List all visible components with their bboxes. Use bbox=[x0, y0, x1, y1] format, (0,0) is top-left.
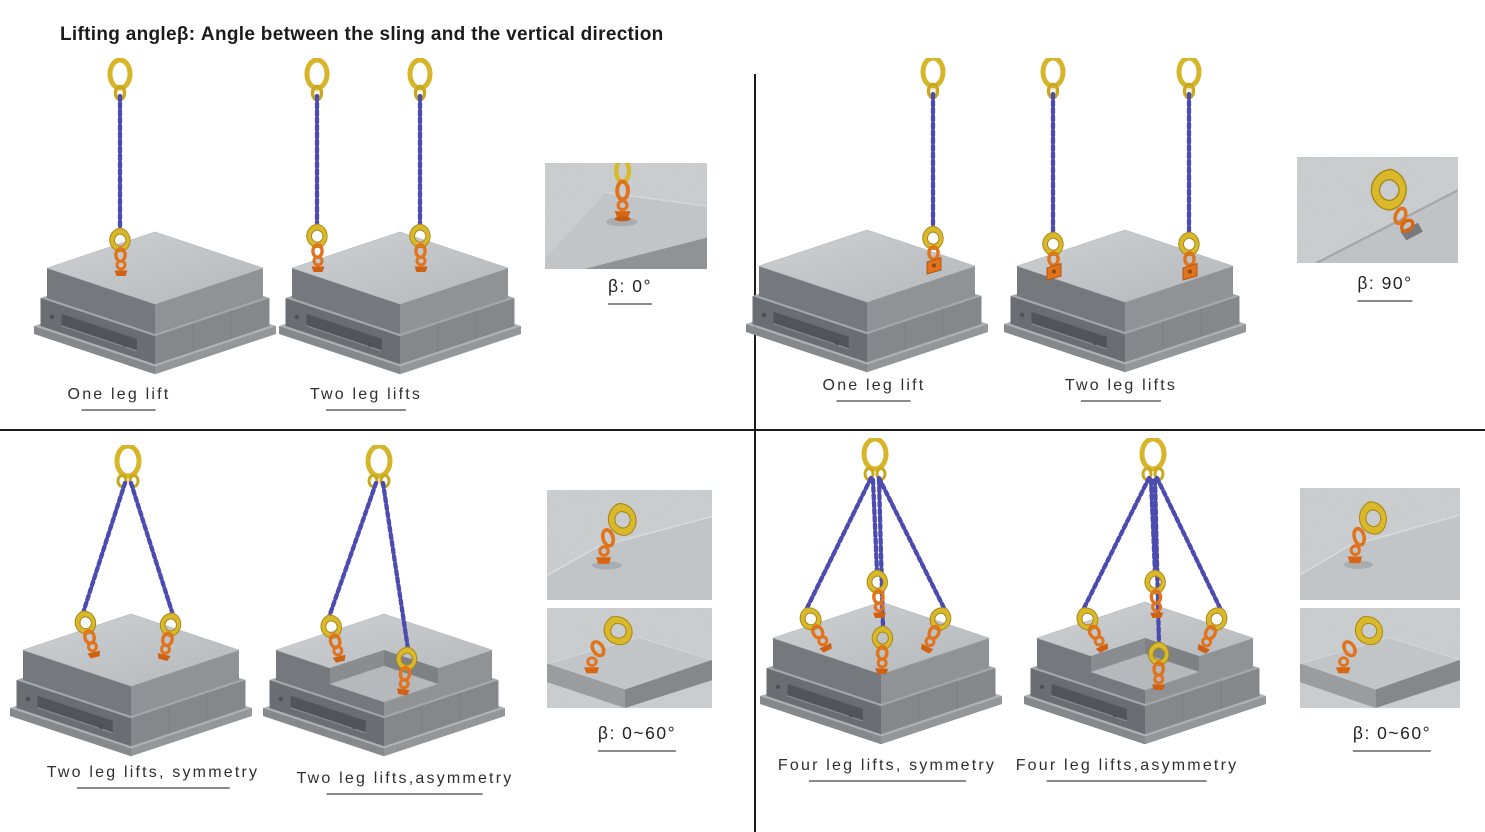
figure-label: One leg lift bbox=[68, 386, 171, 411]
beta-text: β: 0° bbox=[607, 276, 653, 296]
figure-one-leg-lift-vertical bbox=[33, 58, 277, 375]
beta-text: β: 90° bbox=[1357, 273, 1413, 293]
master-link-icon bbox=[1043, 58, 1063, 98]
figure-label: Four leg lifts, symmetry bbox=[778, 757, 996, 782]
vertical-divider bbox=[754, 74, 756, 832]
beta-label: β: 90° bbox=[1352, 273, 1417, 302]
beta-label: β: 0~60° bbox=[1348, 723, 1436, 752]
steel-block-load bbox=[33, 231, 277, 375]
chain-sling-icon bbox=[326, 480, 379, 620]
figure-label: Four leg lifts,asymmetry bbox=[1016, 757, 1239, 782]
master-link-icon bbox=[1142, 439, 1164, 480]
beta-label: β: 0~60° bbox=[593, 723, 681, 752]
master-link-icon bbox=[864, 439, 886, 480]
beta-text: β: 0~60° bbox=[597, 723, 677, 743]
detail-image-hook-edge bbox=[547, 608, 712, 708]
master-link-icon bbox=[410, 60, 430, 100]
master-link-icon bbox=[368, 446, 390, 487]
master-link-icon bbox=[110, 60, 130, 100]
figure-two-leg-lifts-symmetry bbox=[9, 445, 253, 757]
steel-block-load bbox=[745, 229, 989, 373]
figure-one-leg-lift-side bbox=[745, 58, 989, 373]
chain-sling-icon bbox=[80, 480, 128, 616]
chain-sling-icon bbox=[803, 475, 874, 613]
chain-sling-icon bbox=[1148, 477, 1158, 575]
chain-sling-icon bbox=[876, 475, 948, 613]
beta-label: β: 0° bbox=[603, 276, 657, 305]
master-link-icon bbox=[117, 446, 139, 487]
detail-image-hook-edge bbox=[1300, 608, 1460, 708]
figure-label: Two leg lifts,asymmetry bbox=[297, 770, 514, 795]
master-link-icon bbox=[1179, 58, 1199, 98]
figure-two-leg-lifts-side bbox=[1003, 58, 1247, 373]
steel-block-load bbox=[1003, 229, 1247, 373]
detail-image-hook-vertical bbox=[545, 163, 707, 269]
horizontal-divider bbox=[0, 429, 1485, 431]
figure-four-leg-lifts-symmetry bbox=[759, 438, 1003, 745]
detail-image-hook-side bbox=[1297, 157, 1458, 263]
steel-block-load bbox=[278, 231, 522, 375]
master-link-icon bbox=[923, 58, 943, 98]
figure-two-leg-lifts-asymmetry bbox=[259, 445, 509, 780]
detail-image-hook-angled bbox=[1300, 488, 1460, 600]
chain-sling-icon bbox=[1080, 475, 1152, 613]
figure-label: Two leg lifts, symmetry bbox=[47, 764, 259, 789]
page-title: Lifting angleβ: Angle between the sling … bbox=[60, 24, 664, 45]
master-link-icon bbox=[307, 60, 327, 100]
detail-image-hook-angled bbox=[547, 490, 712, 600]
beta-text: β: 0~60° bbox=[1352, 723, 1432, 743]
steel-block-load bbox=[1024, 602, 1266, 744]
figure-label: One leg lift bbox=[823, 377, 926, 402]
figure-four-leg-lifts-asymmetry bbox=[1020, 438, 1270, 778]
chain-sling-icon bbox=[380, 480, 411, 652]
chain-sling-icon bbox=[870, 477, 880, 575]
steel-block-load bbox=[263, 614, 505, 756]
figure-label: Two leg lifts bbox=[1065, 377, 1177, 402]
steel-block-load bbox=[9, 613, 253, 757]
chain-sling-icon bbox=[128, 480, 176, 618]
figure-two-leg-lifts-vertical bbox=[278, 58, 522, 375]
chain-sling-icon bbox=[1154, 475, 1224, 613]
figure-label: Two leg lifts bbox=[310, 386, 422, 411]
